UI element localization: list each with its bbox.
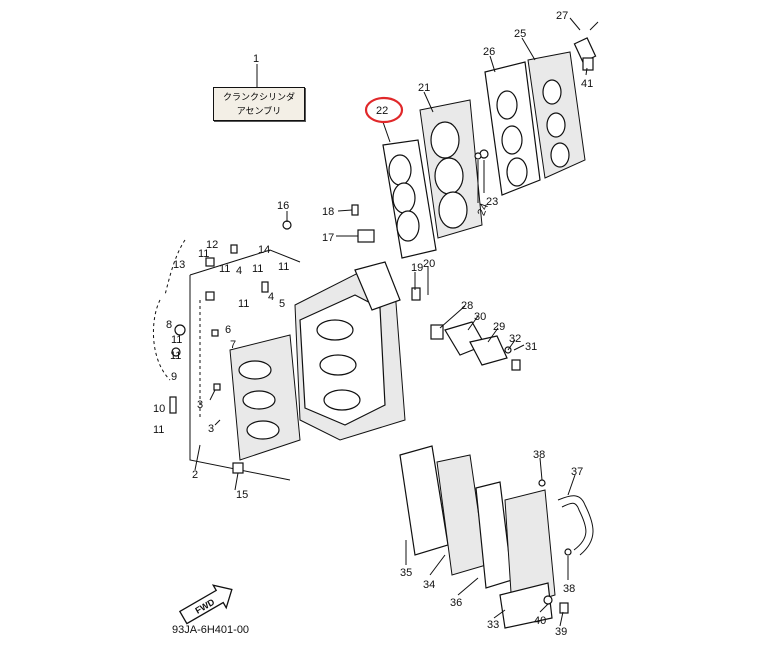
callout: 27 — [556, 10, 568, 22]
callout: 11 — [219, 263, 230, 275]
gasket-22 — [382, 139, 437, 259]
callout: 2 — [192, 469, 198, 481]
callout: 21 — [418, 82, 430, 94]
callout: 41 — [581, 78, 593, 90]
callout: 3 — [208, 423, 214, 435]
highlight-ring — [364, 96, 404, 124]
head-cover-25 — [527, 51, 586, 179]
callout: 5 — [279, 298, 285, 310]
callout: 10 — [153, 403, 165, 415]
assembly-name-line1: クランクシリンダ — [222, 93, 295, 103]
callout: 12 — [206, 239, 218, 251]
callout: 38 — [533, 449, 545, 461]
callout: 28 — [461, 300, 473, 312]
callout: 11 — [171, 334, 182, 346]
callout: 11 — [170, 350, 181, 362]
callout: 8 — [166, 319, 172, 331]
callout: 22 — [376, 105, 388, 117]
callout: 11 — [252, 263, 263, 275]
small-fittings — [169, 204, 521, 474]
callout: 9 — [171, 371, 177, 383]
callout: 26 — [483, 46, 495, 58]
callout: 14 — [258, 244, 270, 256]
callout: 11 — [198, 248, 209, 260]
callout: 6 — [225, 324, 231, 336]
callout: 7 — [230, 339, 236, 351]
callout: 30 — [474, 311, 486, 323]
callout: 38 — [563, 583, 575, 595]
crankcase-block — [294, 261, 406, 441]
drawing-code: 93JA-6H401-00 — [172, 624, 250, 636]
callout: 11 — [238, 298, 249, 310]
callout: 20 — [423, 258, 435, 270]
callout: 15 — [236, 489, 248, 501]
callout: 11 — [153, 424, 164, 436]
callout: 29 — [493, 321, 505, 333]
callout: 3 — [197, 399, 203, 411]
callout: 40 — [534, 615, 546, 627]
callout: 19 — [411, 262, 423, 274]
assembly-name-line2: アセンブリ — [236, 107, 282, 117]
callout: 16 — [277, 200, 289, 212]
callout: 39 — [555, 626, 567, 638]
callout: 36 — [450, 597, 462, 609]
fwd-arrow-icon: FWD — [178, 584, 233, 625]
callout: 24 — [476, 202, 491, 218]
callout: 35 — [400, 567, 412, 579]
callout: 4 — [268, 291, 274, 303]
callout: 23 — [486, 196, 498, 208]
callout: 34 — [423, 579, 435, 591]
callout: 37 — [571, 466, 583, 478]
callout: 18 — [322, 206, 334, 218]
callout: 33 — [487, 619, 499, 631]
callout: 4 — [236, 265, 242, 277]
exhaust-gasket-36 — [475, 481, 513, 589]
thermostat-parts — [474, 21, 599, 160]
callout: 31 — [525, 341, 537, 353]
crankcase-front — [229, 334, 301, 461]
callout-labels: 1 2 3 3 4 4 5 6 7 8 9 10 11 11 11 11 11 … — [153, 10, 593, 638]
assembly-outline — [152, 239, 301, 481]
callout: 17 — [322, 232, 334, 244]
callout: 1 — [253, 53, 259, 65]
exhaust-cover-33 — [499, 489, 556, 629]
callout: 13 — [173, 259, 185, 271]
leader-lines — [194, 17, 588, 627]
callout: 32 — [509, 333, 521, 345]
callout: 25 — [514, 28, 526, 40]
assembly-name-box: クランクシリンダ アセンブリ — [213, 87, 305, 121]
callout: 11 — [278, 261, 289, 273]
cylinder-head-21 — [419, 99, 483, 239]
gasket-26 — [484, 61, 541, 196]
